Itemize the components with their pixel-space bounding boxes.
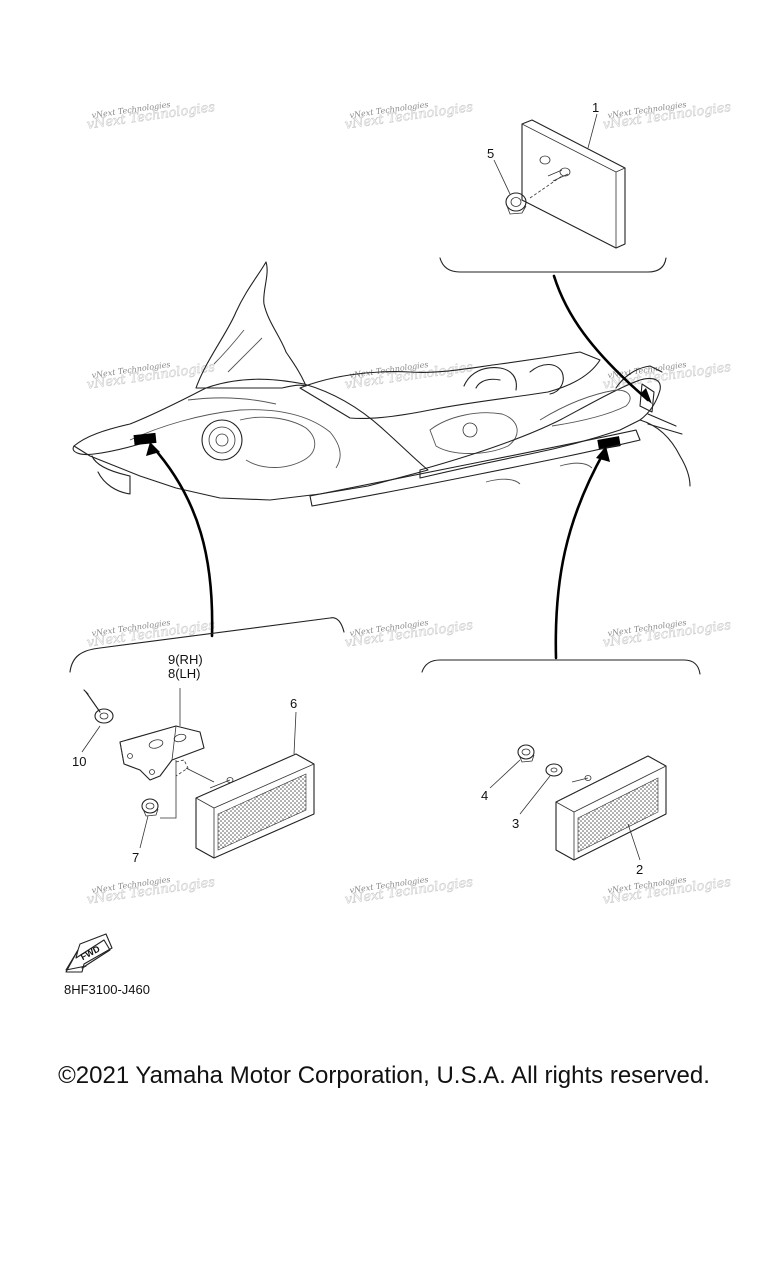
detail-bracket-left bbox=[69, 617, 345, 673]
part-code: 8HF3100-J460 bbox=[64, 982, 150, 997]
fwd-indicator: FWD bbox=[65, 933, 113, 973]
nut-part-7[interactable] bbox=[141, 798, 159, 817]
rear-plate-location[interactable] bbox=[639, 383, 655, 413]
top-detail-group: 1 5 bbox=[439, 100, 667, 273]
washer-part-3[interactable] bbox=[545, 763, 563, 777]
front-reflector-location[interactable] bbox=[133, 432, 157, 446]
copyright-notice: ©2021 Yamaha Motor Corporation, U.S.A. A… bbox=[58, 1062, 710, 1089]
side-reflector-part-6[interactable] bbox=[195, 753, 315, 859]
callout-1: 1 bbox=[592, 100, 599, 115]
callout-2: 2 bbox=[636, 862, 643, 877]
front-wheel bbox=[201, 419, 243, 461]
rivet-part-10[interactable] bbox=[83, 689, 114, 724]
snowmobile-illustration bbox=[72, 261, 691, 507]
left-detail-group: 10 9(RH) 8(LH) 7 bbox=[72, 652, 315, 865]
detail-bracket-top bbox=[439, 257, 667, 273]
rear-reflector-plate[interactable] bbox=[521, 119, 626, 249]
watermark-group: vNext Technologies vNext Technologies vN… bbox=[86, 100, 733, 908]
fwd-label: FWD bbox=[79, 943, 102, 962]
callout-3: 3 bbox=[512, 816, 519, 831]
callout-10: 10 bbox=[72, 754, 86, 769]
rear-side-reflector-location[interactable] bbox=[597, 436, 621, 450]
callout-6: 6 bbox=[290, 696, 297, 711]
right-detail-group: 4 3 2 bbox=[481, 744, 667, 877]
arrow-front-reflector bbox=[150, 444, 214, 638]
callout-9: 9(RH) bbox=[168, 652, 203, 667]
arrow-rear-plate bbox=[552, 274, 650, 402]
detail-bracket-right bbox=[421, 659, 701, 675]
callout-8: 8(LH) bbox=[168, 666, 201, 681]
arrow-rear-reflector bbox=[554, 450, 606, 660]
callout-4: 4 bbox=[481, 788, 488, 803]
mounting-bracket-part-8-9[interactable] bbox=[119, 725, 205, 781]
nut-part-5[interactable] bbox=[505, 192, 527, 215]
nut-part-4[interactable] bbox=[517, 744, 535, 763]
callout-5: 5 bbox=[487, 146, 494, 161]
callout-7: 7 bbox=[132, 850, 139, 865]
pointer-arrows bbox=[146, 274, 652, 660]
side-reflector-part-2[interactable] bbox=[555, 755, 667, 861]
